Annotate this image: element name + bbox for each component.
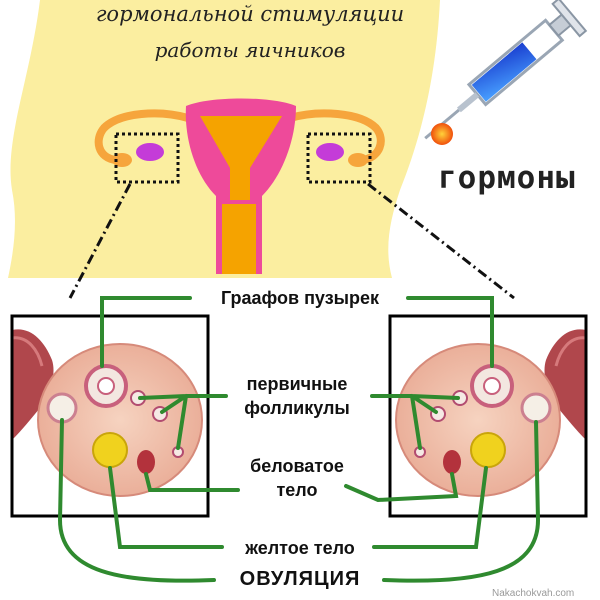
- ovary-closeup-right: [390, 316, 586, 516]
- title-line-2: работы яичников: [154, 38, 346, 62]
- leader-albicans-right: [344, 472, 459, 503]
- leader-primary-right: [370, 394, 460, 450]
- ovary-left-small: [136, 143, 164, 161]
- fallopian-tube-left: [94, 109, 192, 164]
- leader-primary-left: [138, 394, 228, 450]
- corpus-albicans-label-line1: беловатое: [250, 456, 344, 476]
- zoom-box-right: [306, 132, 372, 184]
- zoom-box-left: [114, 132, 180, 184]
- leader-albicans-left: [144, 472, 240, 492]
- injection-spot: [431, 123, 453, 145]
- frame-right: [388, 314, 588, 518]
- leader-luteum-left: [108, 466, 224, 549]
- fallopian-tube-right: [286, 109, 385, 164]
- primary-follicles-label-line1: первичные: [246, 374, 348, 394]
- zoom-line-left: [68, 183, 132, 299]
- frame-left: [10, 314, 210, 518]
- leader-luteum-right: [372, 466, 488, 549]
- watermark: Nakachokvah.com: [492, 588, 575, 599]
- leader-graaf-right: [406, 296, 494, 368]
- ovary-closeup-left: [12, 316, 208, 516]
- title-line-1: гормональной стимуляции: [95, 2, 405, 26]
- ovulation-label: ОВУЛЯЦИЯ: [239, 568, 361, 590]
- leader-lines: [57, 296, 541, 583]
- corpus-albicans-label-line2: тело: [276, 480, 318, 500]
- corpus-luteum-label: желтое тело: [245, 538, 355, 558]
- leader-ovulation-left: [57, 418, 216, 583]
- ovary-right-small: [316, 143, 344, 161]
- cervix: [222, 204, 256, 274]
- fimbria-left: [112, 153, 132, 167]
- uterus: [94, 98, 385, 274]
- graafian-follicle-label: Граафов пузырек: [220, 288, 380, 308]
- zoom-line-right: [367, 182, 515, 300]
- fimbria-right: [348, 153, 368, 167]
- syringe-icon: [424, 0, 588, 140]
- primary-follicles-label-line2: фолликулы: [244, 398, 350, 418]
- leader-ovulation-right: [382, 420, 541, 583]
- leader-graaf-left: [100, 296, 192, 368]
- hormones-label: гормоны: [438, 160, 576, 196]
- uterine-cavity: [200, 116, 282, 200]
